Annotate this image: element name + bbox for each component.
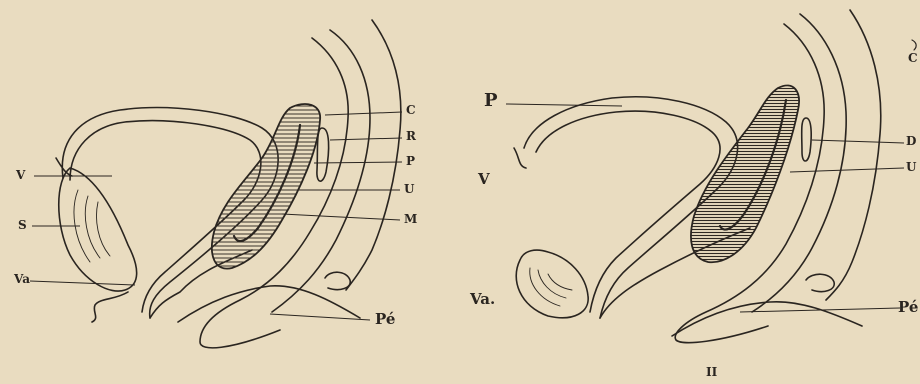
fig2-uterus	[691, 85, 799, 262]
fig2-label-D: D	[906, 135, 916, 147]
fig1-rectum	[317, 128, 329, 181]
fig1-label-Va: Va	[14, 273, 30, 285]
figure-2	[514, 10, 916, 343]
fig2-bladder-hook	[514, 148, 526, 168]
fig2-perineal-body	[672, 302, 862, 336]
fig2-anal-loop	[806, 274, 834, 291]
fig1-label-S: S	[18, 219, 27, 231]
fig2-label-P: P	[484, 92, 498, 110]
fig2-back-line	[826, 10, 881, 300]
fig1-anal-loop	[325, 272, 350, 289]
fig2-label-C: C	[908, 52, 918, 64]
fig2-pubic-bone	[516, 250, 588, 318]
figure-1	[56, 20, 401, 348]
fig2-label-U: U	[906, 161, 916, 173]
fig1-label-P: P	[406, 155, 415, 167]
fig1-label-R: R	[406, 130, 416, 142]
fig1-label-U: U	[404, 183, 414, 195]
fig1-perineal-body	[178, 286, 360, 322]
fig1-label-M: M	[404, 213, 417, 225]
fig1-uterus	[212, 104, 320, 269]
fig2-label-Pe: Pé	[898, 300, 918, 315]
fig1-label-Pe: Pé	[375, 312, 395, 327]
fig2-label-Va: Va.	[470, 292, 495, 307]
figure-numeral: II	[706, 366, 717, 378]
fig2-label-V: V	[478, 172, 490, 187]
fig2-right-edge-mark	[912, 40, 916, 50]
fig2-rectum	[802, 118, 812, 161]
fig1-perineum	[92, 292, 128, 322]
fig1-label-V: V	[16, 169, 25, 181]
fig1-back-line	[346, 20, 401, 290]
fig1-label-C: C	[406, 104, 416, 116]
fig2-pubic-bone-rings	[530, 268, 572, 306]
